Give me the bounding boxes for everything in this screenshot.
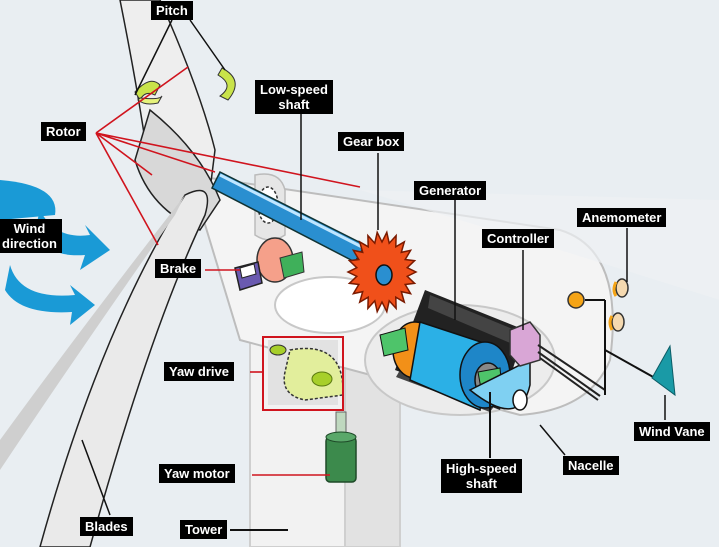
yaw-motor bbox=[325, 411, 357, 483]
label-blades: Blades bbox=[80, 517, 133, 536]
label-wind-vane: Wind Vane bbox=[634, 422, 710, 441]
anemometer bbox=[567, 278, 629, 332]
label-pitch: Pitch bbox=[151, 1, 193, 20]
pitch-arrows bbox=[134, 67, 236, 105]
label-high-speed-shaft: High-speed shaft bbox=[441, 459, 522, 493]
label-low-speed-shaft-line1: Low-speed bbox=[260, 82, 328, 97]
wind-direction-arrows bbox=[0, 180, 110, 325]
label-nacelle: Nacelle bbox=[563, 456, 619, 475]
label-yaw-motor: Yaw motor bbox=[159, 464, 235, 483]
label-low-speed-shaft: Low-speed shaft bbox=[255, 80, 333, 114]
label-gear-box: Gear box bbox=[338, 132, 405, 151]
leader-lines bbox=[81, 19, 666, 531]
label-wind-direction: Wind direction bbox=[0, 219, 62, 253]
controller bbox=[509, 300, 606, 401]
label-anemometer: Anemometer bbox=[577, 208, 667, 227]
yaw-drive bbox=[262, 336, 344, 411]
label-wind-direction-line1: Wind bbox=[13, 221, 46, 236]
label-high-speed-shaft-line1: High-speed bbox=[446, 461, 517, 476]
brake bbox=[234, 237, 305, 291]
label-tower: Tower bbox=[180, 520, 228, 539]
label-wind-direction-line2: direction bbox=[2, 236, 57, 251]
label-brake: Brake bbox=[155, 259, 202, 278]
label-high-speed-shaft-line2: shaft bbox=[465, 476, 497, 491]
gearbox-gear bbox=[346, 230, 418, 314]
wind-vane bbox=[604, 344, 676, 397]
blades bbox=[0, 0, 221, 547]
label-low-speed-shaft-line2: shaft bbox=[278, 97, 310, 112]
label-rotor: Rotor bbox=[41, 122, 86, 141]
label-yaw-drive: Yaw drive bbox=[164, 362, 234, 381]
generator bbox=[379, 290, 531, 412]
label-controller: Controller bbox=[482, 229, 555, 248]
label-generator: Generator bbox=[414, 181, 487, 200]
